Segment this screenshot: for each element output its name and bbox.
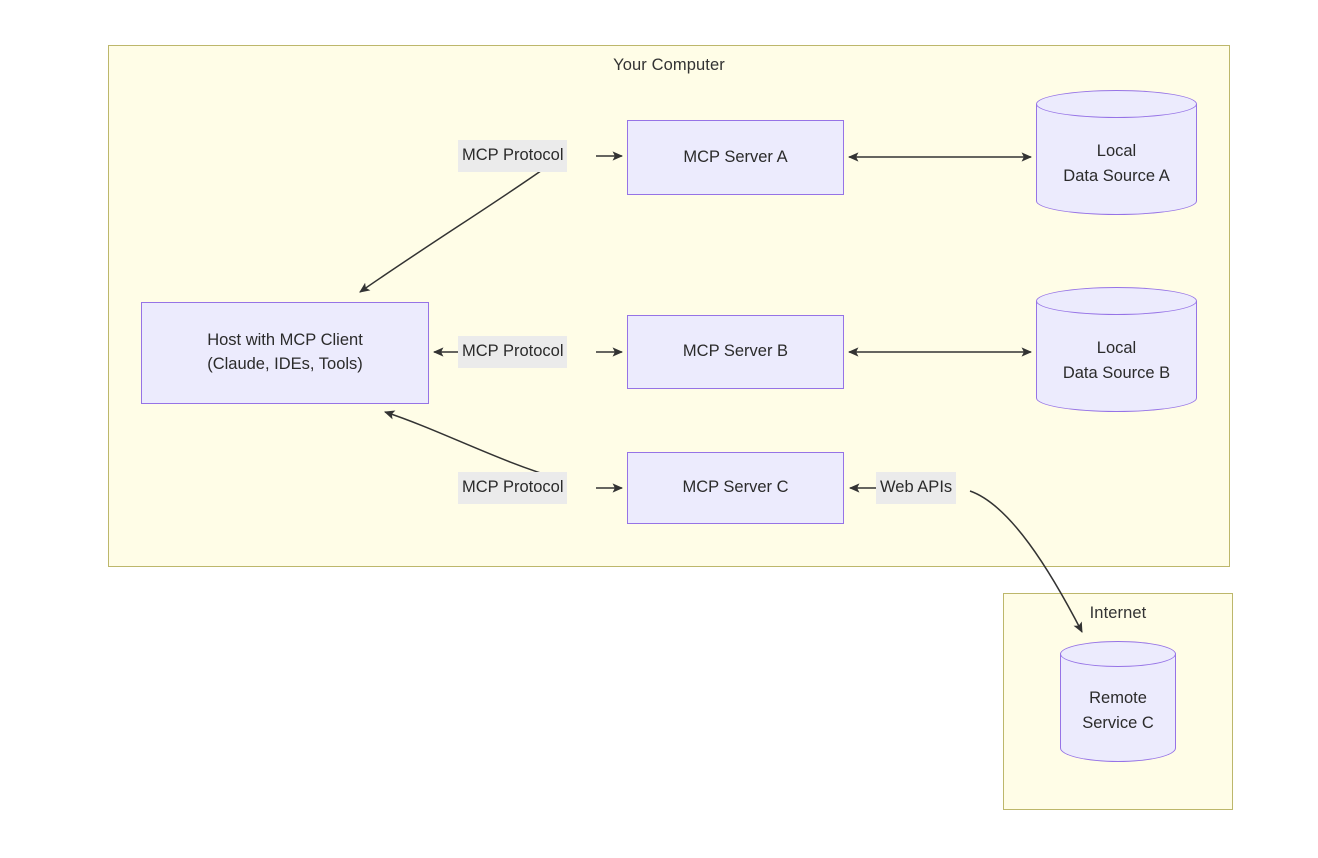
edge-label-mcp-protocol-c: MCP Protocol bbox=[458, 472, 568, 504]
zone-internet-label: Internet bbox=[1089, 604, 1147, 622]
zone-internet: Internet bbox=[1003, 593, 1233, 810]
node-remote-service-c-line-2: Service C bbox=[1082, 713, 1154, 732]
zone-your-computer-label: Your Computer bbox=[613, 56, 725, 74]
node-host-line-2: (Claude, IDEs, Tools) bbox=[207, 355, 363, 373]
edge-label-web-apis: Web APIs bbox=[876, 472, 957, 504]
node-mcp-server-a-label: MCP Server A bbox=[683, 147, 788, 166]
node-local-data-source-a[interactable]: Local Data Source A bbox=[1036, 90, 1197, 215]
node-local-data-source-b-text: Local Data Source B bbox=[1036, 336, 1197, 386]
node-remote-service-c-line-1: Remote bbox=[1089, 689, 1147, 707]
cylinder-body bbox=[1060, 654, 1176, 762]
cylinder-top bbox=[1060, 641, 1176, 667]
node-local-data-source-b[interactable]: Local Data Source B bbox=[1036, 287, 1197, 412]
edge-host-server-a bbox=[359, 151, 624, 293]
cylinder-top bbox=[1036, 287, 1197, 315]
node-remote-service-c[interactable]: Remote Service C bbox=[1060, 641, 1176, 762]
node-mcp-server-c[interactable]: MCP Server C bbox=[627, 452, 844, 524]
node-host-line-1: Host with MCP Client bbox=[207, 331, 363, 350]
node-local-data-source-a-line-2: Data Source A bbox=[1063, 166, 1170, 185]
node-mcp-server-b[interactable]: MCP Server B bbox=[627, 315, 844, 389]
node-local-data-source-b-line-1: Local bbox=[1096, 339, 1137, 357]
cylinder-body bbox=[1036, 104, 1197, 215]
node-remote-service-c-text: Remote Service C bbox=[1060, 686, 1176, 736]
node-host-with-mcp-client[interactable]: Host with MCP Client (Claude, IDEs, Tool… bbox=[141, 302, 429, 404]
node-local-data-source-a-text: Local Data Source A bbox=[1036, 139, 1197, 189]
node-mcp-server-c-label: MCP Server C bbox=[682, 478, 789, 497]
cylinder-top bbox=[1036, 90, 1197, 118]
edge-server-c-remote-service-c bbox=[848, 483, 1083, 633]
node-mcp-server-a[interactable]: MCP Server A bbox=[627, 120, 844, 195]
edge-label-mcp-protocol-b: MCP Protocol bbox=[458, 336, 568, 368]
node-mcp-server-b-label: MCP Server B bbox=[682, 342, 789, 361]
cylinder-body bbox=[1036, 301, 1197, 412]
node-local-data-source-a-line-1: Local bbox=[1096, 142, 1137, 160]
node-local-data-source-b-line-2: Data Source B bbox=[1062, 363, 1171, 382]
edge-label-mcp-protocol-a: MCP Protocol bbox=[458, 140, 568, 172]
